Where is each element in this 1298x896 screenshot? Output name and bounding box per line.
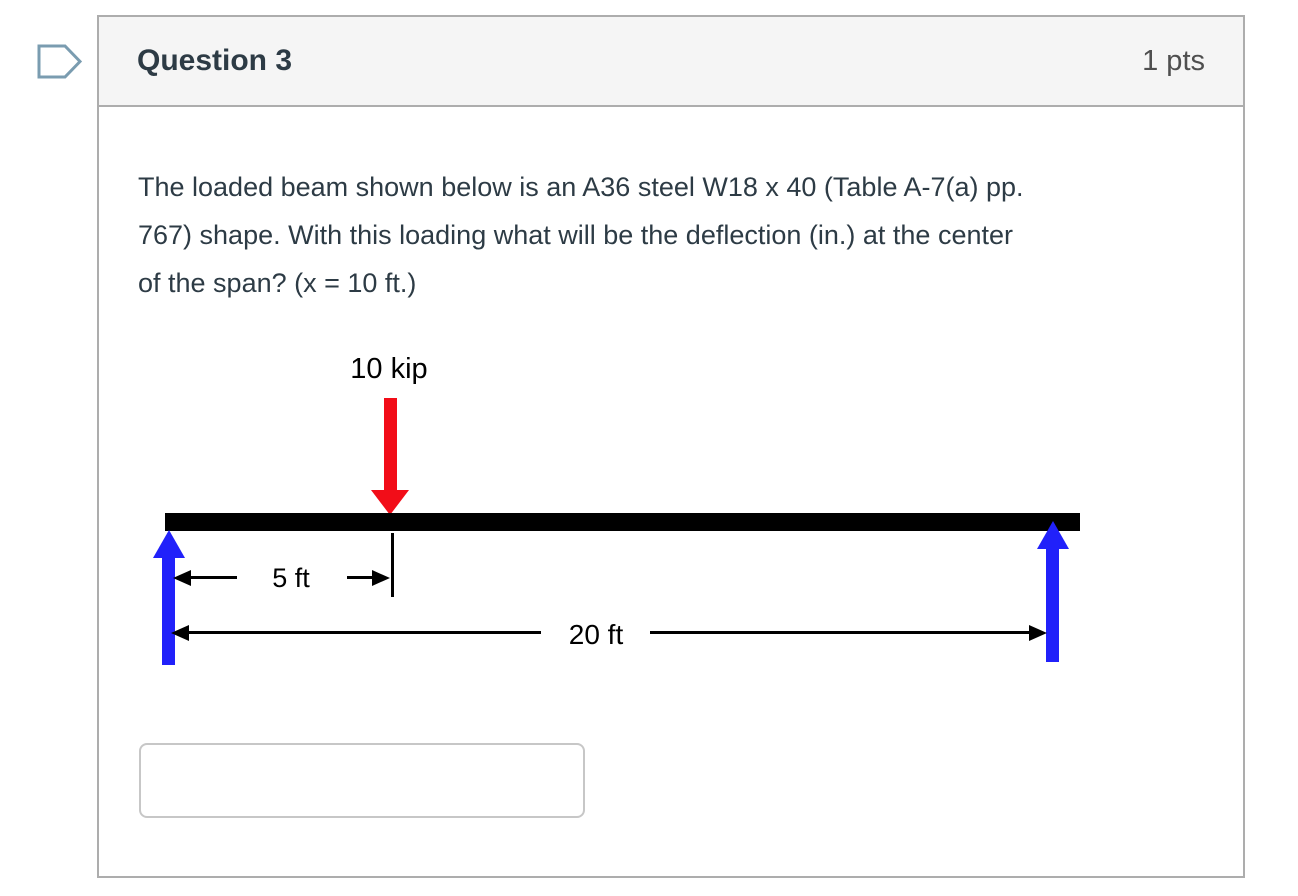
question-title: Question 3 xyxy=(137,44,293,77)
dim-5ft-label: 5 ft xyxy=(272,563,310,593)
load-position-tick xyxy=(391,533,394,597)
downward-force-arrowhead-icon xyxy=(371,490,409,515)
dim-5ft-right-arrowhead-icon xyxy=(372,570,390,586)
dim-5ft-left-line xyxy=(189,576,237,579)
answer-input[interactable] xyxy=(139,743,585,818)
dim-20ft-left-line xyxy=(187,631,541,634)
dim-20ft-right-arrowhead-icon xyxy=(1029,625,1047,641)
load-label: 10 kip xyxy=(350,353,428,385)
question-body: The loaded beam shown below is an A36 st… xyxy=(99,107,1243,876)
question-points-badge: 1 pts xyxy=(1142,44,1205,77)
dim-20ft-left-arrowhead-icon xyxy=(171,625,189,641)
dim-20ft-right-line xyxy=(650,631,1030,634)
dim-20ft-label: 20 ft xyxy=(568,619,624,650)
dim-5ft-left-arrowhead-icon xyxy=(173,570,191,586)
left-support-arrowhead-icon xyxy=(153,530,185,558)
question-text-line-2: 767) shape. With this loading what will … xyxy=(138,220,1013,250)
question-card: Question 3 1 pts The loaded beam shown b… xyxy=(97,15,1245,878)
question-header: Question 3 1 pts xyxy=(99,17,1243,107)
beam-bar xyxy=(165,513,1080,531)
question-text-line-3: of the span? (x = 10 ft.) xyxy=(138,268,417,298)
downward-force-arrow-icon xyxy=(384,398,397,492)
question-text: The loaded beam shown below is an A36 st… xyxy=(138,163,1024,307)
right-support-arrow-icon xyxy=(1046,547,1059,662)
question-flag-button[interactable] xyxy=(36,43,84,83)
question-text-line-1: The loaded beam shown below is an A36 st… xyxy=(138,172,1024,202)
flag-bookmark-icon xyxy=(37,44,83,79)
dim-5ft-right-line xyxy=(347,576,374,579)
right-support-arrowhead-icon xyxy=(1037,521,1069,549)
